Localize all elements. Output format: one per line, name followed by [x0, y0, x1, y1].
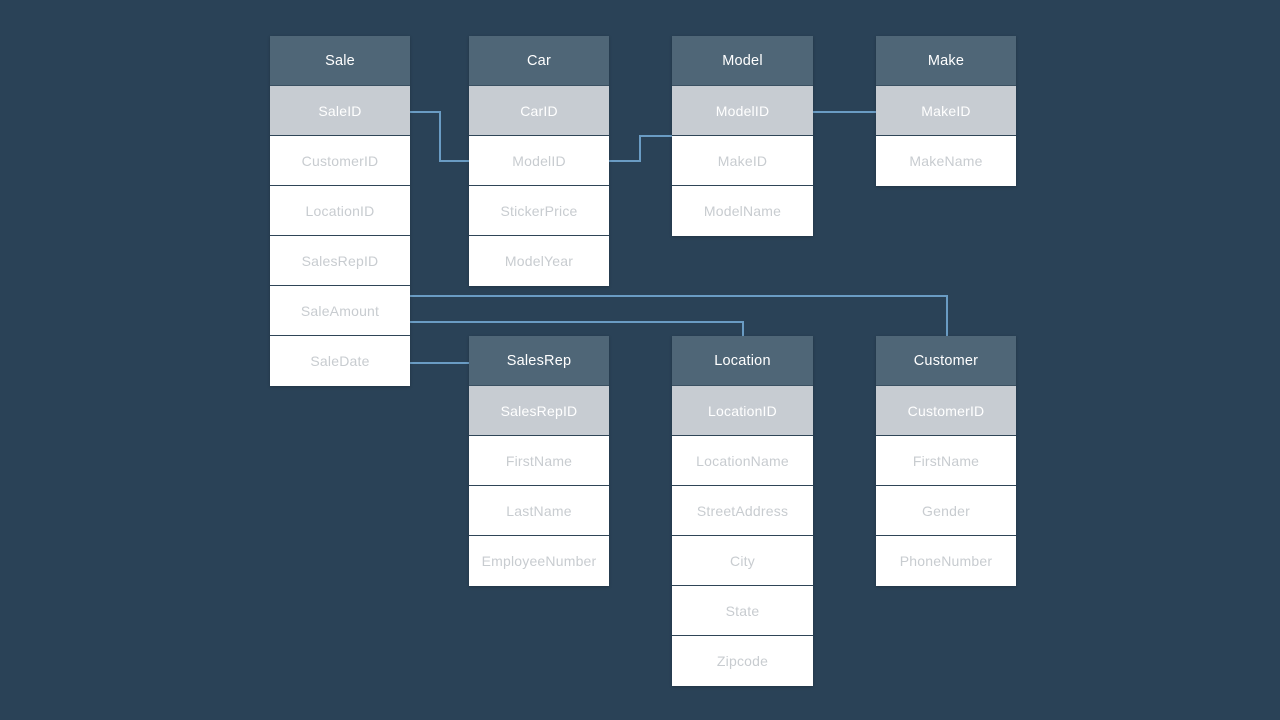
primary-key-field-sale-saleid[interactable]: SaleID	[270, 86, 410, 136]
relationship-line-car-model	[608, 135, 673, 162]
field-row-location-city[interactable]: City	[672, 536, 813, 586]
field-row-sale-locationid[interactable]: LocationID	[270, 186, 410, 236]
field-row-sale-saleamount[interactable]: SaleAmount	[270, 286, 410, 336]
field-row-salesrep-employeenumber[interactable]: EmployeeNumber	[469, 536, 609, 586]
field-row-model-makeid[interactable]: MakeID	[672, 136, 813, 186]
field-row-car-modelid[interactable]: ModelID	[469, 136, 609, 186]
entity-title-sale: Sale	[270, 36, 410, 86]
field-row-customer-firstname[interactable]: FirstName	[876, 436, 1016, 486]
field-row-car-modelyear[interactable]: ModelYear	[469, 236, 609, 286]
primary-key-field-model-modelid[interactable]: ModelID	[672, 86, 813, 136]
field-row-salesrep-firstname[interactable]: FirstName	[469, 436, 609, 486]
entity-title-car: Car	[469, 36, 609, 86]
field-row-location-streetaddress[interactable]: StreetAddress	[672, 486, 813, 536]
relationship-line-sale-location	[409, 321, 744, 337]
entity-title-location: Location	[672, 336, 813, 386]
entity-title-model: Model	[672, 36, 813, 86]
primary-key-field-make-makeid[interactable]: MakeID	[876, 86, 1016, 136]
field-row-location-locationname[interactable]: LocationName	[672, 436, 813, 486]
primary-key-field-location-locationid[interactable]: LocationID	[672, 386, 813, 436]
field-row-location-state[interactable]: State	[672, 586, 813, 636]
field-row-customer-phonenumber[interactable]: PhoneNumber	[876, 536, 1016, 586]
field-row-sale-salesrepid[interactable]: SalesRepID	[270, 236, 410, 286]
relationship-line-sale-customer	[409, 295, 948, 337]
primary-key-field-salesrep-salesrepid[interactable]: SalesRepID	[469, 386, 609, 436]
field-row-model-modelname[interactable]: ModelName	[672, 186, 813, 236]
primary-key-field-car-carid[interactable]: CarID	[469, 86, 609, 136]
entity-title-salesrep: SalesRep	[469, 336, 609, 386]
field-row-make-makename[interactable]: MakeName	[876, 136, 1016, 186]
field-row-customer-gender[interactable]: Gender	[876, 486, 1016, 536]
field-row-sale-saledate[interactable]: SaleDate	[270, 336, 410, 386]
entity-title-make: Make	[876, 36, 1016, 86]
field-row-location-zipcode[interactable]: Zipcode	[672, 636, 813, 686]
field-row-sale-customerid[interactable]: CustomerID	[270, 136, 410, 186]
field-row-salesrep-lastname[interactable]: LastName	[469, 486, 609, 536]
relationship-line-sale-car	[409, 111, 470, 162]
primary-key-field-customer-customerid[interactable]: CustomerID	[876, 386, 1016, 436]
field-row-car-stickerprice[interactable]: StickerPrice	[469, 186, 609, 236]
entity-title-customer: Customer	[876, 336, 1016, 386]
